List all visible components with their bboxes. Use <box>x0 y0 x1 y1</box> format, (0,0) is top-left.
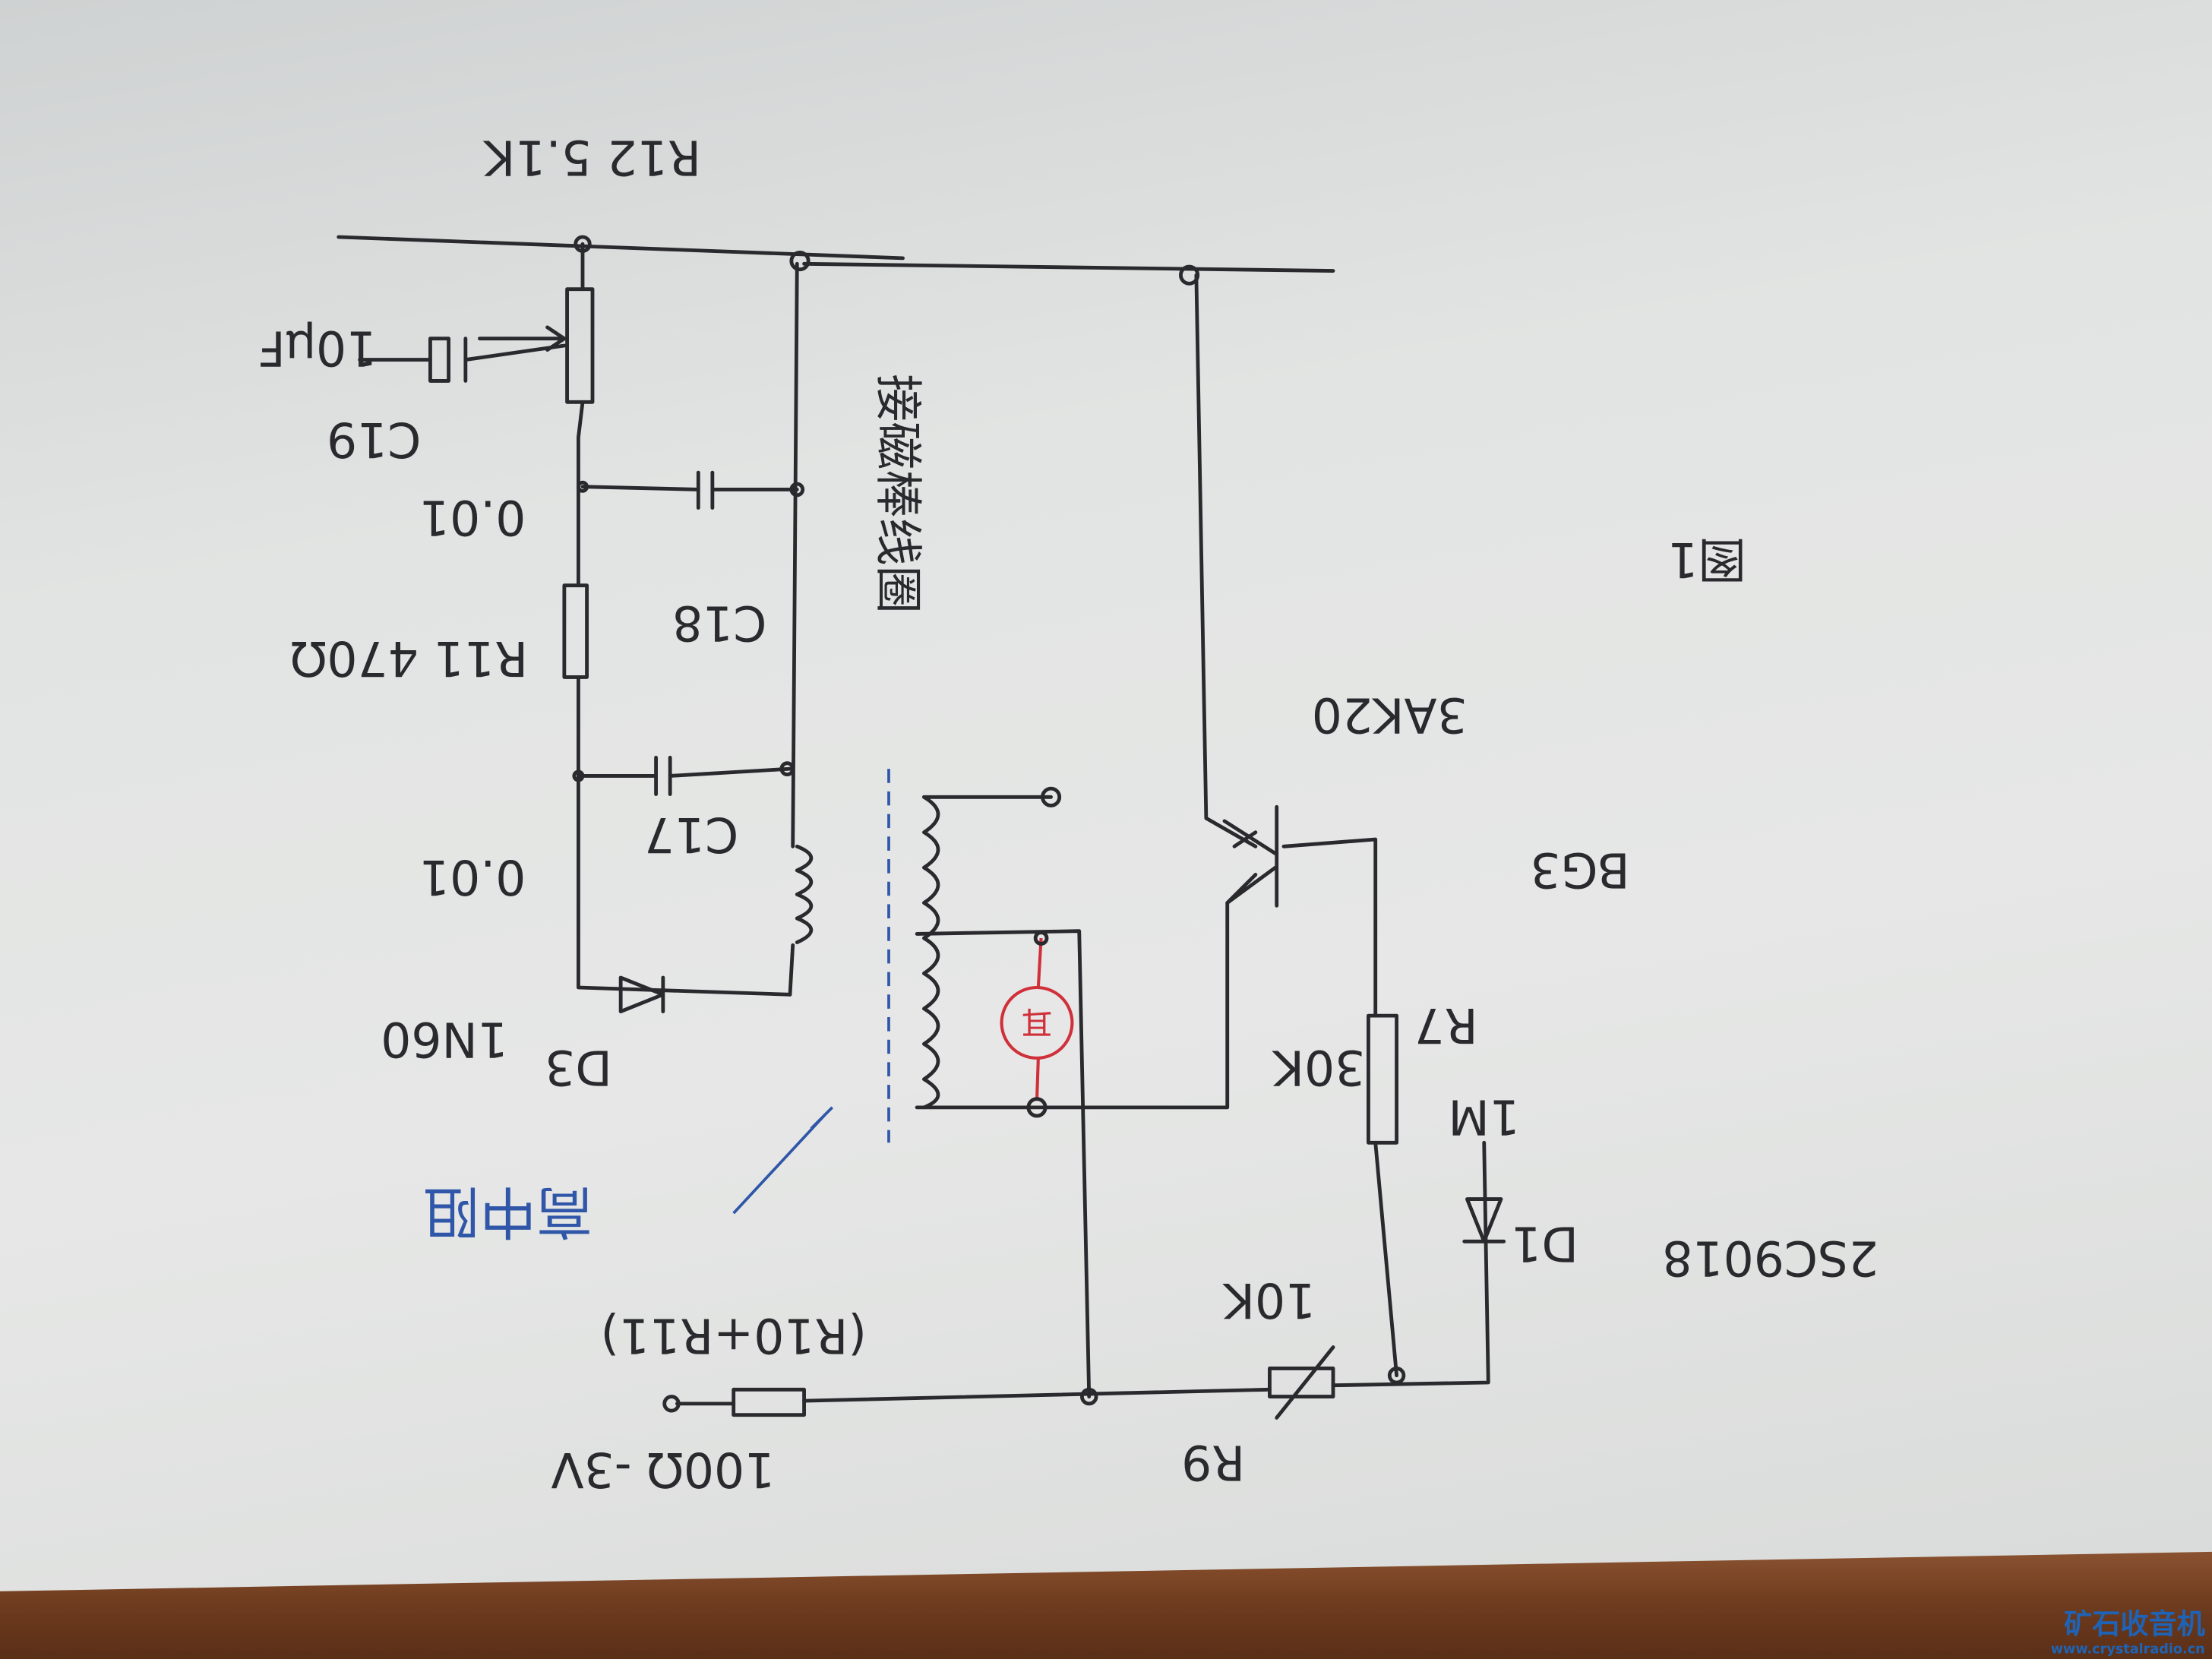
r7-label: R7 <box>1414 997 1478 1054</box>
d3-diode <box>618 975 665 1013</box>
wooden-table <box>0 1551 2212 1659</box>
c18-value: 0.01 <box>419 489 526 545</box>
bg3-part: 3AK20 <box>1312 687 1468 743</box>
r10-note: (R10+R11) <box>600 1307 867 1364</box>
watermark-url: www.crystalradio.cn <box>2051 1642 2205 1657</box>
r12-potentiometer <box>565 287 595 404</box>
c18-label: C18 <box>672 596 766 652</box>
r9-potentiometer <box>1268 1367 1335 1398</box>
d1-diode <box>1462 1197 1506 1243</box>
blue-arrow <box>732 1106 834 1215</box>
labels: R12 5.1K 10μF C19 0.01 C18 R11 470Ω C17 … <box>258 130 1879 1498</box>
bg3-transistor <box>1222 804 1279 908</box>
c19-value: 10μF <box>258 320 377 376</box>
d1-label: D1 <box>1511 1216 1578 1272</box>
r7-resistor <box>1367 1013 1398 1145</box>
r9-label: R9 <box>1181 1435 1245 1491</box>
d1-value: 1M <box>1448 1089 1520 1146</box>
bg3-label: BG3 <box>1530 842 1629 899</box>
antenna-coil <box>795 844 814 944</box>
r9-adjust-arrow <box>1275 1345 1335 1420</box>
c17-label: C17 <box>644 807 738 863</box>
input-label: 100Ω -3V <box>551 1442 775 1498</box>
wires <box>337 235 1490 1406</box>
r7-value: 30K <box>1272 1040 1365 1096</box>
junction-nodes <box>572 235 1406 1413</box>
input-resistor <box>732 1387 806 1417</box>
earphone-note: 高中阻 <box>423 1178 592 1244</box>
watermark: 矿石收音机 www.crystalradio.cn <box>2051 1608 2205 1657</box>
transformer-winding <box>922 795 940 1110</box>
c17-value: 0.01 <box>419 849 526 905</box>
wiper-arrow <box>478 325 567 352</box>
r11-label: R11 470Ω <box>290 630 528 687</box>
c17-capacitor <box>654 755 672 796</box>
earphone-symbol: 耳 <box>1000 931 1074 1118</box>
c18-capacitor <box>696 470 715 510</box>
d3-value: 1N60 <box>381 1011 508 1067</box>
c19-label: C19 <box>327 412 421 468</box>
figure-label: 图1 <box>1667 532 1746 588</box>
d3-label: D3 <box>545 1040 612 1096</box>
coil-note: 接磁棒线圈 <box>871 374 927 614</box>
d1-part: 2SC9018 <box>1662 1230 1879 1286</box>
c19-capacitor <box>428 337 468 383</box>
r12-label: R12 5.1K <box>482 130 701 186</box>
watermark-title: 矿石收音机 <box>2064 1608 2205 1641</box>
r9-value: 10K <box>1222 1272 1316 1329</box>
r11-resistor <box>562 583 589 679</box>
earphone-label: 耳 <box>1022 1004 1053 1041</box>
